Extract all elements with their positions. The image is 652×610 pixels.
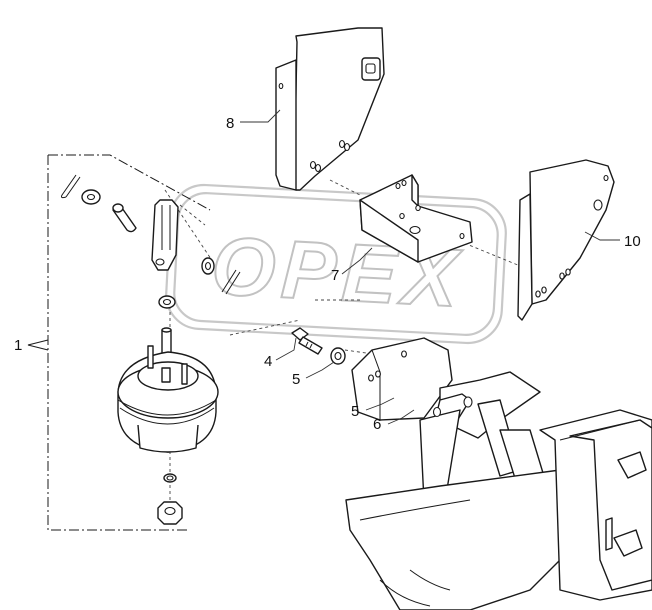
callout-8: 8 — [226, 115, 234, 132]
part-1-actuator-assembly — [61, 174, 241, 525]
part-5-washer-upper — [330, 347, 346, 365]
bottom-nut — [157, 501, 183, 525]
pin-sleeve — [112, 203, 137, 233]
part-10-side-plate — [517, 159, 615, 321]
callout-7: 7 — [331, 267, 339, 284]
o-ring — [163, 473, 177, 483]
watermark-logo: OPEX — [165, 183, 507, 345]
part-7-u-bracket — [359, 174, 473, 263]
callout-10: 10 — [624, 233, 641, 250]
actuator-body — [117, 345, 219, 453]
leader-lines — [240, 109, 620, 425]
watermark-text: OPEX — [209, 221, 465, 325]
callout-1: 1 — [14, 337, 22, 354]
part-4-bolt — [291, 327, 323, 355]
pin-washer-pair — [201, 257, 241, 295]
part-1-group-outline — [27, 154, 211, 531]
mounting-bracket-small — [351, 337, 453, 421]
callout-5-lower: 5 — [351, 403, 359, 420]
callout-6: 6 — [373, 416, 381, 433]
clevis-fork — [151, 199, 179, 271]
rod-nut — [158, 295, 176, 309]
part-8-bracket-plate — [275, 27, 385, 191]
cotter-pin — [61, 174, 81, 199]
callout-5-upper: 5 — [292, 371, 300, 388]
washer-small — [81, 189, 101, 205]
frame-structure — [345, 371, 652, 610]
callout-4: 4 — [264, 353, 272, 370]
